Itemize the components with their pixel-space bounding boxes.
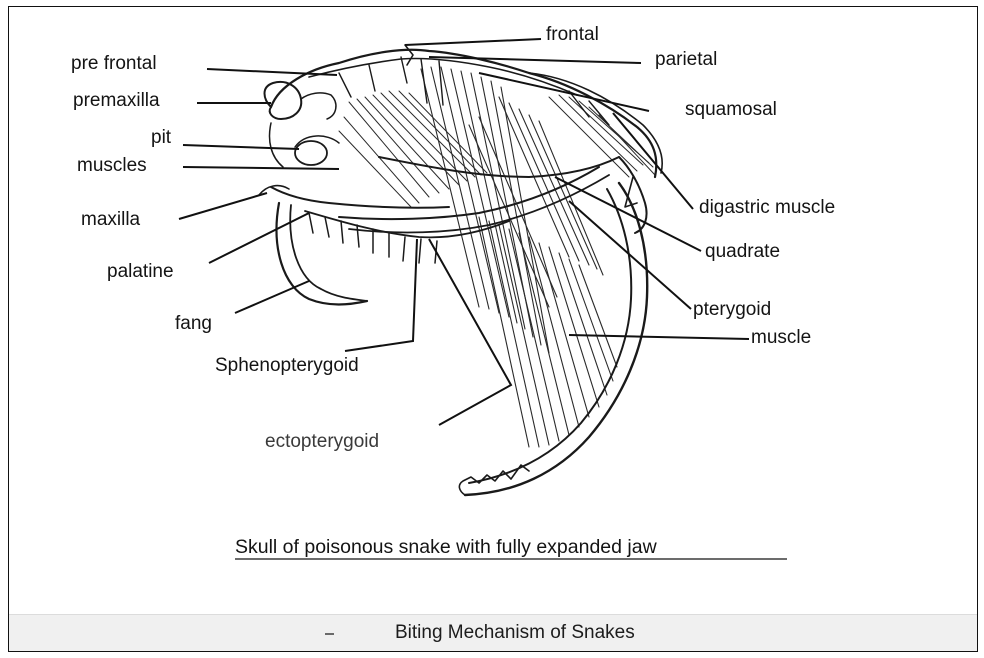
label-palatine: palatine <box>107 261 174 282</box>
label-squamosal: squamosal <box>685 99 777 120</box>
pit-organ <box>295 141 327 165</box>
footer-dash-mark <box>325 633 334 635</box>
label-fang: fang <box>175 313 212 334</box>
figure-frame: frontal parietal pre frontal premaxilla … <box>8 6 978 652</box>
diagram-caption: Skull of poisonous snake with fully expa… <box>235 536 658 558</box>
skull-illustration <box>259 45 662 495</box>
footer-title: Biting Mechanism of Snakes <box>395 622 635 644</box>
label-premaxilla: premaxilla <box>73 90 160 111</box>
snout <box>265 82 302 119</box>
diagram-labels: frontal parietal pre frontal premaxilla … <box>71 24 835 452</box>
label-parietal: parietal <box>655 49 717 70</box>
label-sphenopterygoid: Sphenopterygoid <box>215 355 359 376</box>
snake-skull-diagram: frontal parietal pre frontal premaxilla … <box>9 7 978 627</box>
label-pre-frontal: pre frontal <box>71 53 157 74</box>
label-muscles: muscles <box>77 155 147 176</box>
footer-bar: Biting Mechanism of Snakes <box>9 614 977 651</box>
label-digastric-muscle: digastric muscle <box>699 197 835 218</box>
label-pterygoid: pterygoid <box>693 299 771 320</box>
label-quadrate: quadrate <box>705 241 780 262</box>
label-ectopterygoid: ectopterygoid <box>265 431 379 452</box>
label-frontal: frontal <box>546 24 599 45</box>
jaw-muscle-fibers <box>421 67 617 447</box>
label-maxilla: maxilla <box>81 209 141 230</box>
palatine-teeth <box>309 213 437 263</box>
label-pit: pit <box>151 127 172 148</box>
maxilla-bone <box>271 187 449 208</box>
label-muscle: muscle <box>751 327 811 348</box>
